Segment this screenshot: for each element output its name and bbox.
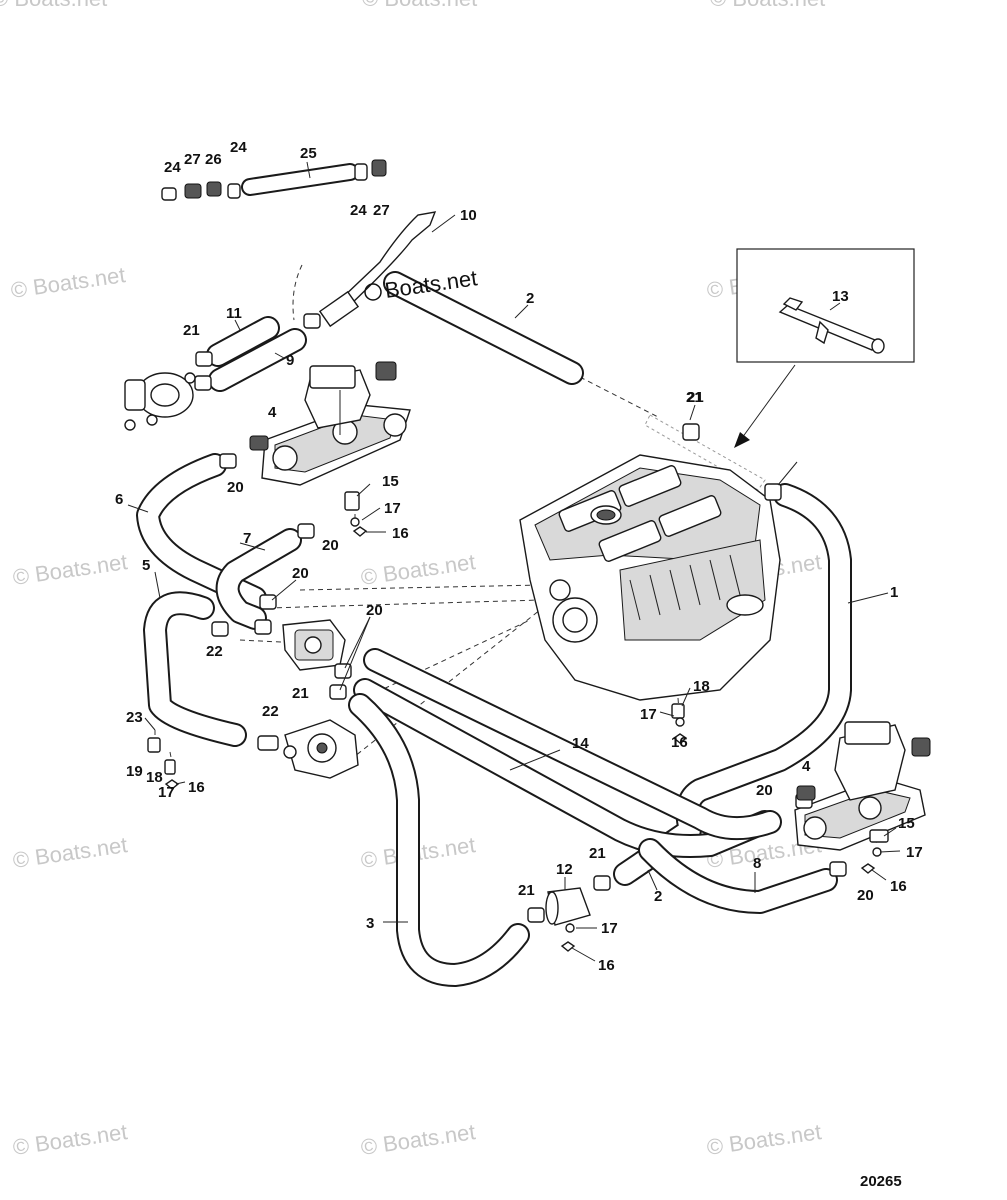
callout-label: 17 [158, 784, 175, 801]
callout-label: 6 [115, 491, 123, 508]
callout-label: 21 [183, 322, 200, 339]
callout-label: 5 [142, 557, 150, 574]
inset-box [736, 248, 915, 363]
callout-label: 9 [286, 352, 294, 369]
hose-8 [638, 838, 838, 914]
circulating-pump [283, 719, 359, 779]
hose-6 [136, 453, 267, 610]
callout-label: 27 [373, 202, 390, 219]
hose-25 [241, 163, 359, 196]
callout-label: 16 [188, 779, 205, 796]
callout-label: 20 [756, 782, 773, 799]
callout-label: 16 [671, 734, 688, 751]
hose-2-upper [383, 271, 584, 385]
callout-label: 24 [350, 202, 367, 219]
callout-label: 17 [601, 920, 618, 937]
callout-label: 21 [687, 389, 704, 406]
callout-label: 10 [460, 207, 477, 224]
callout-label: 2 [654, 888, 662, 905]
callout-label: 15 [382, 473, 399, 490]
callout-label: 23 [126, 709, 143, 726]
hose-3 [348, 693, 530, 987]
left-exhaust-manifold [261, 361, 411, 486]
watermark: © Boats.net [11, 549, 129, 590]
hose-5 [143, 591, 247, 747]
callout-label: 2 [526, 290, 534, 307]
callout-label: 14 [572, 735, 589, 752]
watermark: © Boats.net [705, 1119, 823, 1160]
seawater-pump [124, 372, 196, 431]
pipe-10 [318, 211, 437, 328]
callout-label: 20 [366, 602, 383, 619]
figure-number: 20265 [860, 1173, 902, 1190]
callout-label: 27 [184, 151, 201, 168]
callout-label: 16 [890, 878, 907, 895]
part-12-sleeve [545, 887, 591, 926]
callout-label: 16 [392, 525, 409, 542]
leader-lines [127, 161, 901, 962]
thermostat-housing [282, 619, 346, 671]
callout-label: 15 [898, 815, 915, 832]
callout-label: 18 [693, 678, 710, 695]
callout-label: 25 [300, 145, 317, 162]
watermark: © Boats.net [359, 1119, 477, 1160]
callout-label: 7 [243, 530, 251, 547]
callout-label: 20 [227, 479, 244, 496]
callout-label: 20 [322, 537, 339, 554]
inset-arrow [734, 364, 796, 448]
callout-label: 18 [146, 769, 163, 786]
callout-labels: 24 27 26 24 25 24 27 10 2 13 11 21 9 4 2… [115, 139, 923, 974]
callout-label: 22 [206, 643, 223, 660]
callout-label: 12 [556, 861, 573, 878]
watermark: © Boats.net [362, 0, 477, 11]
watermark: © Boats.net [9, 262, 127, 303]
fittings [147, 159, 889, 952]
callout-label: 16 [598, 957, 615, 974]
engine-block [519, 454, 781, 701]
watermark: © Boats.net [11, 832, 129, 873]
callout-label: 17 [906, 844, 923, 861]
ghost-part-13 [644, 414, 766, 491]
callout-label: 24 [230, 139, 247, 156]
callout-label: 20 [292, 565, 309, 582]
watermark: © Boats.net [0, 0, 107, 11]
callout-label: 1 [890, 584, 898, 601]
callout-label: 3 [366, 915, 374, 932]
callout-label: 19 [126, 763, 143, 780]
watermark: © Boats.net [710, 0, 825, 11]
hose-14 [363, 648, 782, 841]
hose-9 [208, 328, 307, 392]
callout-label: 24 [164, 159, 181, 176]
callout-label: 4 [268, 404, 277, 421]
hose-2-lower [353, 678, 777, 858]
callout-label: 21 [292, 685, 309, 702]
callout-label: 11 [226, 305, 242, 322]
callout-label: 21 [686, 389, 703, 406]
callout-label: 17 [384, 500, 401, 517]
callout-label: 26 [205, 151, 222, 168]
callout-label: 17 [640, 706, 657, 723]
watermark: © Boats.net [11, 1119, 129, 1160]
callout-label: 21 [518, 882, 535, 899]
callout-label: 4 [802, 758, 811, 775]
hose-7 [215, 528, 302, 630]
callout-label: 21 [589, 845, 606, 862]
callout-label: 20 [857, 887, 874, 904]
hoses [136, 163, 852, 987]
callout-label: 13 [832, 288, 849, 305]
callout-label: 22 [262, 703, 279, 720]
callout-label: 8 [753, 855, 761, 872]
right-exhaust-manifold [794, 721, 931, 851]
hose-clamps [161, 163, 847, 923]
hose-11 [206, 316, 280, 367]
watermark: © Boats.net [359, 549, 477, 590]
